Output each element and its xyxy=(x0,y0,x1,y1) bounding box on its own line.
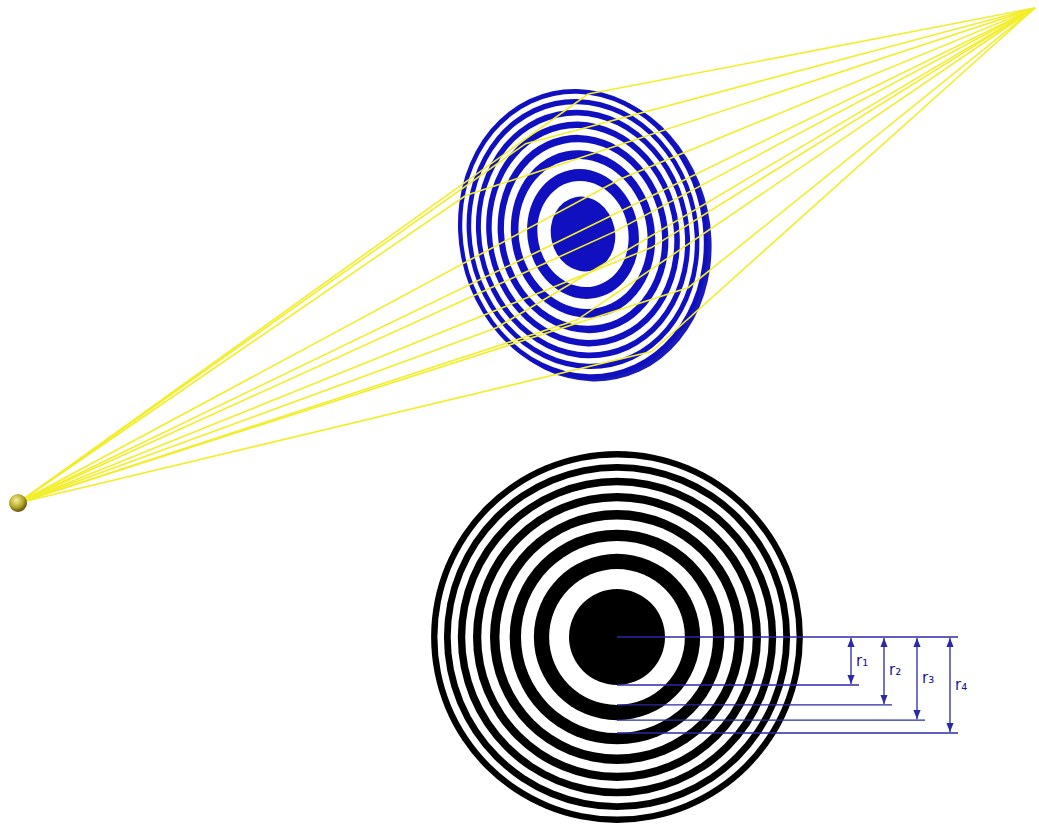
zone-plate-perspective xyxy=(431,65,738,406)
ray xyxy=(18,8,1035,503)
radius-dimensions xyxy=(617,637,958,733)
light-rays xyxy=(18,8,1035,503)
ray xyxy=(18,8,1035,503)
plate-zone xyxy=(472,111,693,357)
plate-zone xyxy=(515,159,651,310)
ray xyxy=(18,8,1035,503)
ray xyxy=(18,8,1035,503)
plate-zone xyxy=(487,127,679,340)
plate-zone xyxy=(505,147,662,321)
dimension-line xyxy=(617,719,925,720)
ray xyxy=(18,8,1035,503)
dimension-arrow xyxy=(850,638,851,684)
radius-label: r₄ xyxy=(954,678,968,693)
ray xyxy=(18,8,1035,503)
plate-zone xyxy=(436,71,729,397)
ray xyxy=(18,8,1035,503)
radius-label: r₂ xyxy=(888,663,902,678)
dimension-line xyxy=(617,704,892,705)
ray xyxy=(18,8,1035,503)
ray xyxy=(18,8,1035,503)
dimension-arrow xyxy=(883,638,884,704)
point-source xyxy=(9,494,27,512)
plate-zone xyxy=(459,96,707,371)
ray xyxy=(18,8,1035,503)
ray xyxy=(18,8,1035,503)
radius-label: r₃ xyxy=(921,671,935,686)
dimension-line xyxy=(617,636,958,637)
dimension-line xyxy=(617,732,958,733)
dimension-arrow xyxy=(916,638,917,719)
dimension-arrow xyxy=(949,638,950,732)
radius-label: r₁ xyxy=(855,654,869,669)
dimension-line xyxy=(617,684,859,685)
